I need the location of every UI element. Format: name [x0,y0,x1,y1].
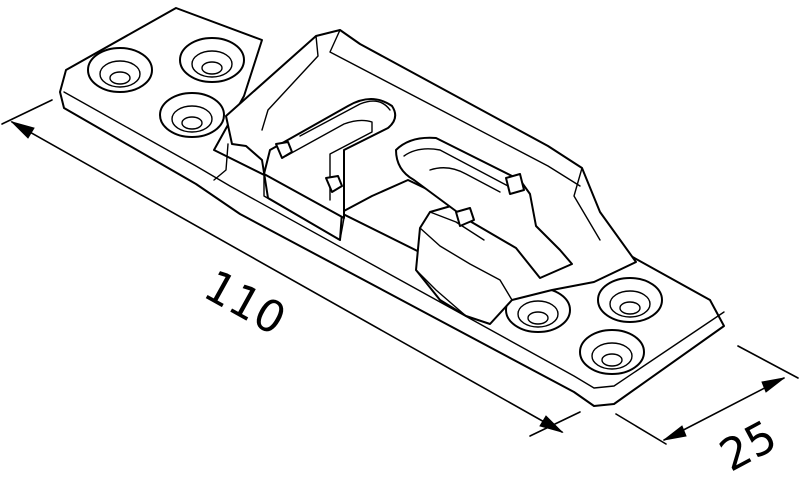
width-label: 25 [712,411,785,480]
left-screw-holes [87,37,245,138]
screw-hole-left-2 [179,37,245,83]
width-extension-line-right [737,345,799,379]
width-extension-line-left [615,413,667,445]
length-arrow-right [539,415,564,433]
width-arrow-left [663,425,687,441]
length-dimension-line [11,121,563,433]
right-screw-holes [505,277,663,375]
length-extension-line-right [529,411,581,437]
left-slot [263,98,397,241]
right-slot [395,136,573,279]
length-extension-line-left [1,99,53,125]
screw-hole-left-1 [87,47,153,93]
length-arrow-left [10,121,35,139]
screw-hole-right-3 [579,329,645,375]
width-arrow-right [761,377,785,393]
screw-hole-right-2 [597,277,663,323]
screw-hole-left-3 [159,92,225,138]
